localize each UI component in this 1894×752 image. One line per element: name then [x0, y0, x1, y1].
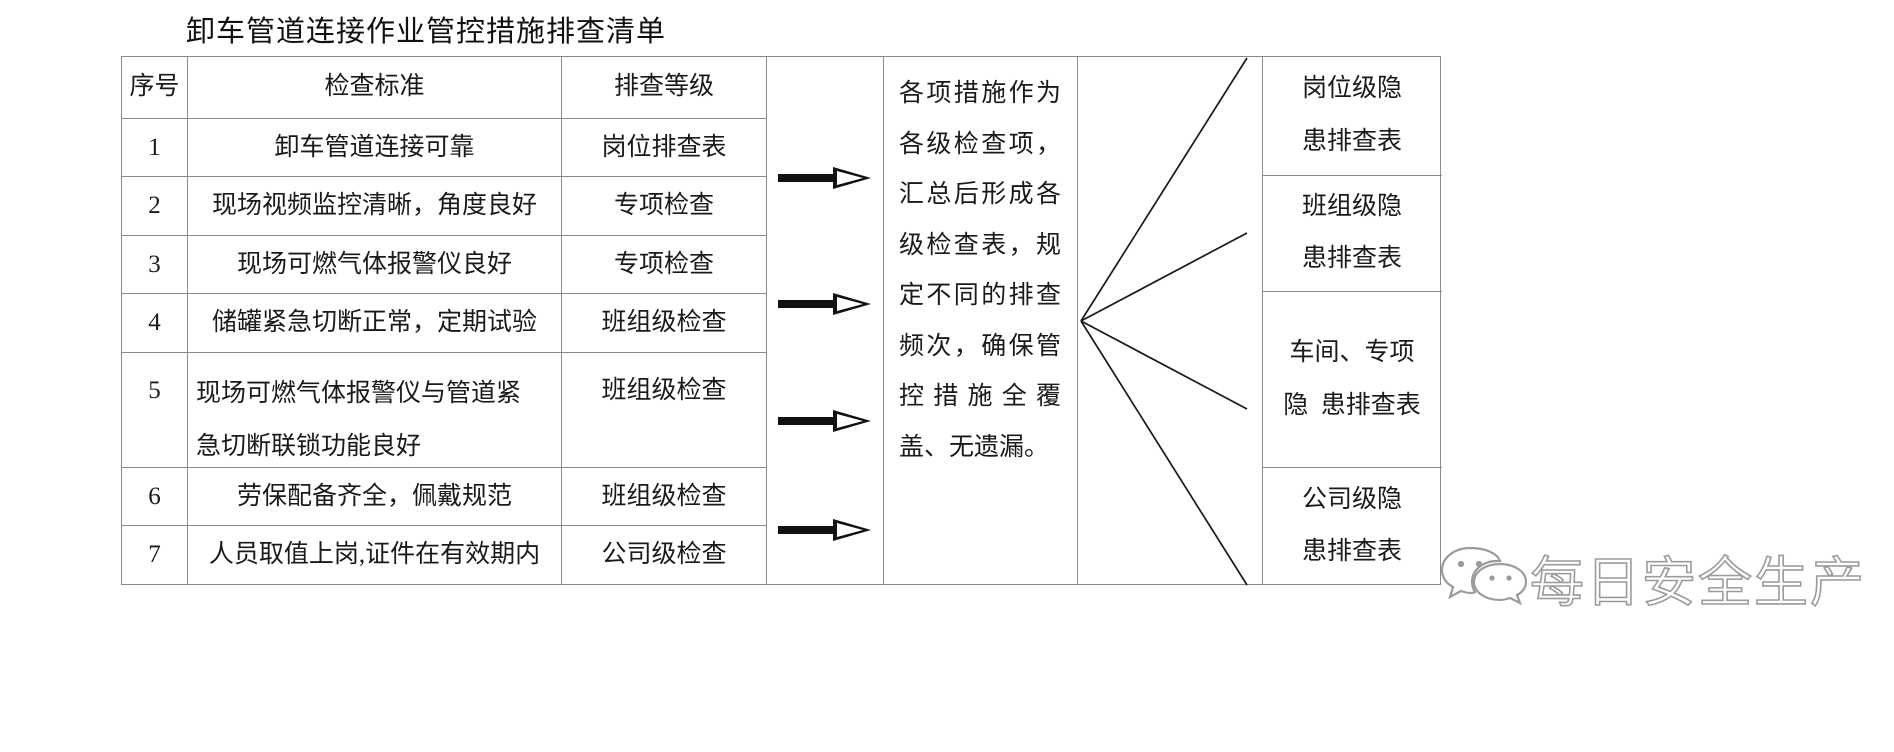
output-line2: 患排查表 [1301, 127, 1402, 155]
table-row: 1 卸车管道连接可靠 岗位排查表 [122, 118, 766, 178]
cell-no: 1 [122, 118, 188, 177]
cell-no: 6 [122, 467, 188, 526]
cell-no: 7 [122, 526, 188, 585]
cell-standard: 现场可燃气体报警仪与管道紧 急切断联锁功能良好 [188, 352, 562, 467]
cell-standard: 现场可燃气体报警仪良好 [188, 236, 562, 293]
arrow-shaft [778, 300, 838, 308]
cell-standard: 储罐紧急切断正常，定期试验 [188, 293, 562, 352]
frame-divider-2 [883, 57, 884, 584]
diagram-frame: 序号 检查标准 排查等级 1 卸车管道连接可靠 岗位排查表 2 现场视频监控清晰… [121, 56, 1442, 586]
arrow-shaft [778, 417, 838, 425]
cell-level: 岗位排查表 [601, 133, 727, 161]
right-arrow-icon [778, 519, 872, 541]
cell-standard-line1: 现场可燃气体报警仪与管道紧 [196, 379, 522, 407]
right-arrow-icon [778, 410, 872, 432]
cell-level: 专项检查 [613, 250, 714, 278]
output-box-workshop-special: 车间、专项 隐 患排查表 [1262, 292, 1442, 469]
cell-level: 专项检查 [613, 192, 714, 220]
cell-no: 2 [122, 177, 188, 236]
cell-standard: 现场视频监控清晰，角度良好 [188, 177, 562, 236]
cell-no: 3 [122, 236, 188, 293]
column-header-no: 序号 [122, 57, 188, 118]
cell-level: 班组级检查 [601, 482, 727, 510]
cell-no: 4 [122, 293, 188, 352]
table-row: 6 劳保配备齐全，佩戴规范 班组级检查 [122, 467, 766, 527]
table-row: 3 现场可燃气体报警仪良好 专项检查 [122, 236, 766, 294]
table-row: 7 人员取值上岗,证件在有效期内 公司级检查 [122, 526, 766, 585]
arrow-column [766, 57, 883, 584]
connector-lines [1080, 57, 1248, 586]
frame-divider-1 [766, 57, 767, 584]
output-line2: 患排查表 [1301, 245, 1402, 273]
table-header-row: 序号 检查标准 排查等级 [122, 57, 766, 119]
arrow-head [833, 167, 871, 189]
cell-level: 班组级检查 [601, 376, 727, 404]
output-box-position-level: 岗位级隐 患排查表 [1262, 57, 1442, 176]
checklist-table: 序号 检查标准 排查等级 1 卸车管道连接可靠 岗位排查表 2 现场视频监控清晰… [122, 57, 766, 585]
table-row: 5 现场可燃气体报警仪与管道紧 急切断联锁功能良好 班组级检查 [122, 352, 766, 468]
connector-line-1 [1080, 57, 1248, 322]
output-box-stack: 岗位级隐 患排查表 班组级隐 患排查表 车间、专项 隐 患排查表 公司级隐 患排… [1262, 57, 1442, 584]
table-row: 2 现场视频监控清晰，角度良好 专项检查 [122, 177, 766, 237]
arrow-head [833, 519, 871, 541]
column-header-level: 排查等级 [613, 73, 714, 101]
output-line1: 车间、专项 [1289, 339, 1415, 367]
cell-level: 公司级检查 [601, 541, 727, 569]
cell-level: 班组级检查 [601, 308, 727, 336]
column-header-standard: 检查标准 [188, 57, 562, 118]
connector-line-3 [1080, 320, 1248, 410]
arrow-head [833, 410, 871, 432]
output-line1: 班组级隐 [1301, 192, 1402, 220]
connector-line-2 [1080, 232, 1248, 322]
cell-no: 5 [122, 352, 188, 467]
cell-standard-line2: 急切断联锁功能良好 [196, 433, 422, 461]
watermark: 每日安全生产 [1430, 510, 1890, 630]
output-line1: 岗位级隐 [1301, 75, 1402, 103]
frame-divider-4 [1262, 57, 1263, 584]
page-title: 卸车管道连接作业管控措施排查清单 [186, 16, 667, 48]
connector-line-4 [1080, 320, 1248, 586]
summary-text: 各项措施作为各级检查项，汇总后形成各级检查表，规定不同的排查频次，确保管控措施全… [899, 80, 1061, 461]
cell-standard: 人员取值上岗,证件在有效期内 [188, 526, 562, 585]
watermark-text: 每日安全生产 [1529, 552, 1866, 614]
output-line1: 公司级隐 [1301, 485, 1402, 513]
frame-divider-3 [1077, 57, 1078, 584]
arrow-shaft [778, 174, 838, 182]
table-row: 4 储罐紧急切断正常，定期试验 班组级检查 [122, 293, 766, 353]
output-box-company-level: 公司级隐 患排查表 [1262, 468, 1442, 584]
right-arrow-icon [778, 167, 872, 189]
cell-standard: 卸车管道连接可靠 [188, 118, 562, 177]
arrow-head [833, 293, 871, 315]
output-box-team-level: 班组级隐 患排查表 [1262, 176, 1442, 293]
arrow-shaft [778, 526, 838, 534]
connector-fan [1077, 57, 1262, 586]
right-arrow-icon [778, 293, 872, 315]
cell-standard: 劳保配备齐全，佩戴规范 [188, 467, 562, 526]
wechat-logo-icon [1440, 546, 1528, 606]
output-line2: 隐 患排查表 [1283, 391, 1421, 419]
output-line2: 患排查表 [1301, 538, 1402, 566]
